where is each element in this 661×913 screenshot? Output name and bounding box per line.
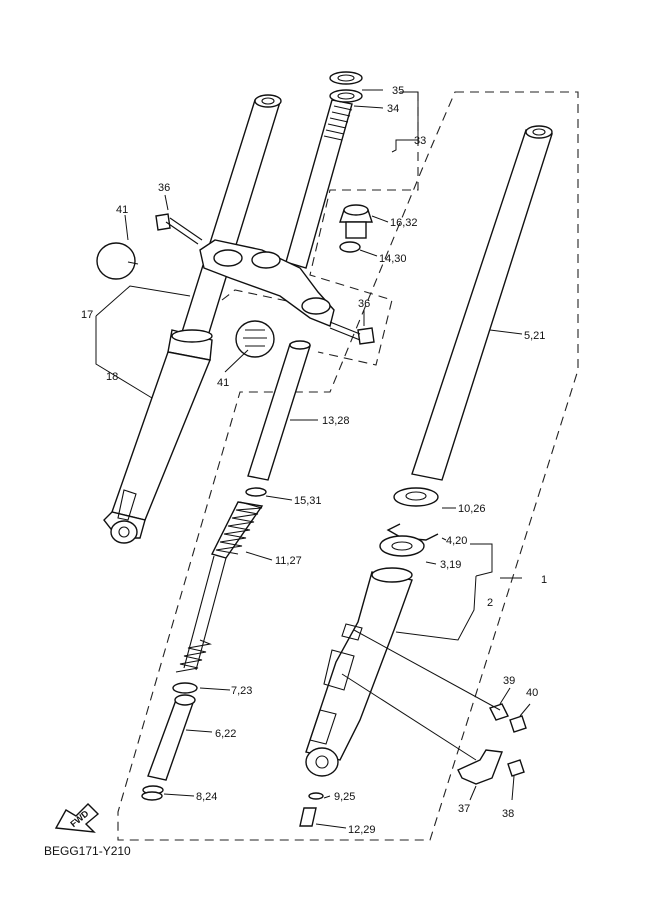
bolt-38 [507,759,525,777]
bolt-36-lower [329,321,375,345]
bracket-37 [457,749,503,785]
callout-14-30: 14,30 [379,253,407,265]
diagram-code: BEGG171-Y210 [44,844,131,858]
callout-17: 17 [81,309,93,321]
callout-36-upper: 36 [158,182,170,194]
callout-1: 1 [541,574,547,586]
bolt-36-upper [155,213,203,245]
spring-8-24 [141,785,164,801]
callout-15-31: 15,31 [294,495,322,507]
forward-arrow-icon: FWD [54,803,100,833]
inner-tube-5-21 [411,125,553,481]
callout-10-26: 10,26 [458,503,486,515]
ring-7-23 [172,682,198,694]
callout-16-32: 16,32 [390,217,418,229]
callout-9-25: 9,25 [334,791,355,803]
callout-41-upper: 41 [116,204,128,216]
oil-seal-3-19 [379,535,425,557]
spacer-13-28 [247,340,311,481]
callout-13-28: 13,28 [322,415,350,427]
callout-2: 2 [487,597,493,609]
callout-6-22: 6,22 [215,728,236,740]
callout-41-lower: 41 [217,377,229,389]
callout-33: 33 [414,135,426,147]
outer-tube-2 [305,567,413,777]
bolt-9-25-12-29 [299,792,324,827]
callout-12-29: 12,29 [348,824,376,836]
callout-5-21: 5,21 [524,330,545,342]
callout-3-19: 3,19 [440,559,461,571]
clamp-39 [489,703,509,721]
cap-41-upper [96,242,139,280]
cap-bolt-16-32 [339,204,373,239]
washer-15-31 [245,487,267,497]
left-fork-assembly [103,94,282,544]
callout-35: 35 [392,85,404,97]
callout-7-23: 7,23 [231,685,252,697]
callout-4-20: 4,20 [446,535,467,547]
callout-36-lower: 36 [358,298,370,310]
callout-labels: 35 34 33 16,32 14,30 36 41 36 41 17 18 5… [81,85,547,836]
cap-41-lower [235,320,275,358]
callout-8-24: 8,24 [196,791,217,803]
callout-39: 39 [503,675,515,687]
callout-11-27: 11,27 [275,555,302,567]
dust-seal-10-26 [393,487,439,507]
damper-rod-6-22 [147,694,196,781]
leader-lines [95,89,531,829]
callout-34: 34 [387,103,399,115]
callout-38: 38 [502,808,514,820]
outer-fork-group-outline [117,91,579,841]
steering-stem-assembly [199,71,363,327]
callout-40: 40 [526,687,538,699]
callout-18: 18 [106,371,118,383]
spring-11-27 [175,501,264,673]
steering-group-outline [309,92,419,366]
bolt-40 [509,715,527,733]
o-ring-14-30 [339,241,361,253]
callout-37: 37 [458,803,470,815]
